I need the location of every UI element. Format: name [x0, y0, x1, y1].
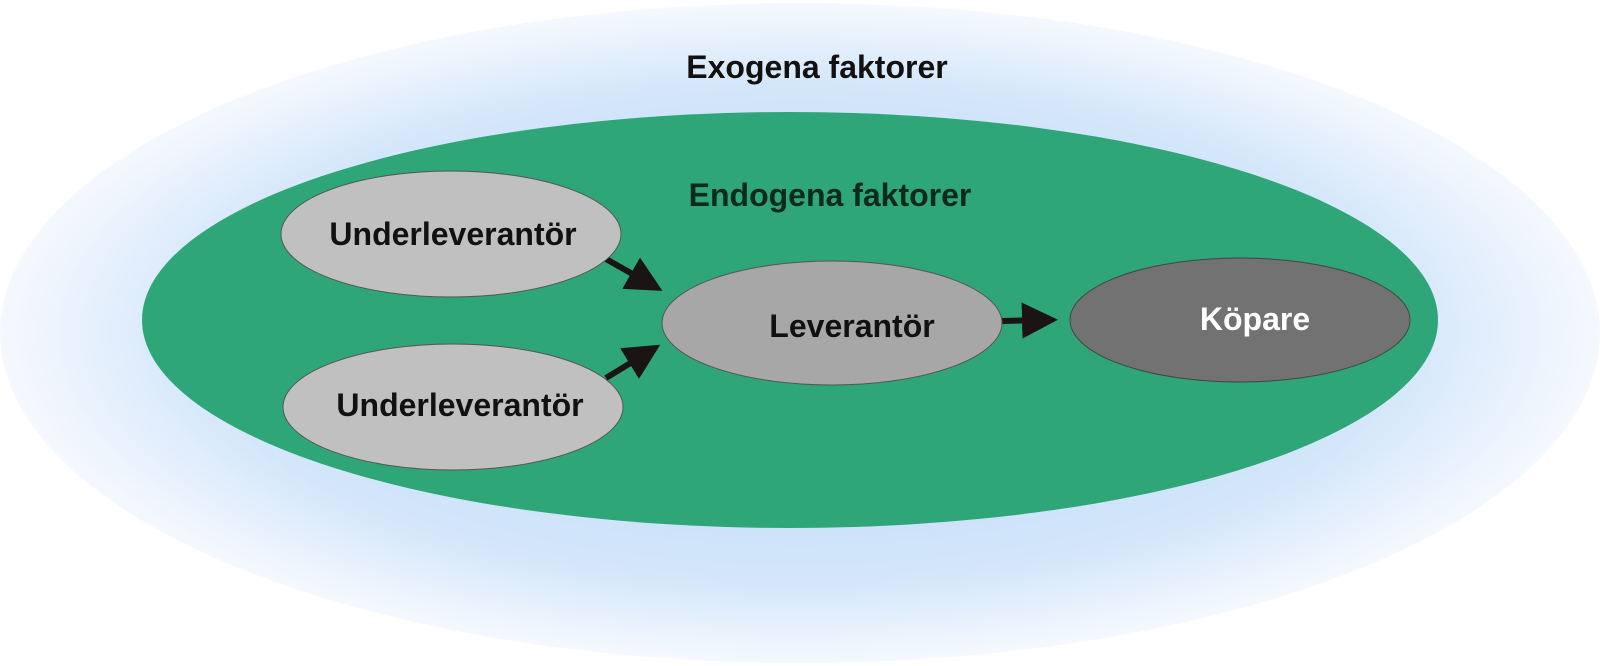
arrow-supplier-to-buyer [1001, 302, 1058, 339]
node-subsupplier-2: Underleverantör [282, 343, 624, 471]
node-subsupplier-1-label: Underleverantör [329, 216, 576, 252]
node-buyer: Köpare [1069, 257, 1411, 383]
arrow-sub2-to-supplier [604, 344, 661, 381]
exogenous-label: Exogena faktorer [686, 49, 947, 85]
node-subsupplier-2-label: Underleverantör [336, 387, 583, 423]
node-supplier: Leverantör [661, 260, 1003, 386]
endogenous-label: Endogena faktorer [689, 177, 972, 213]
arrow-sub1-to-supplier [604, 256, 663, 291]
node-subsupplier-1: Underleverantör [280, 170, 622, 298]
node-buyer-label: Köpare [1200, 301, 1310, 337]
node-supplier-label: Leverantör [769, 308, 934, 344]
